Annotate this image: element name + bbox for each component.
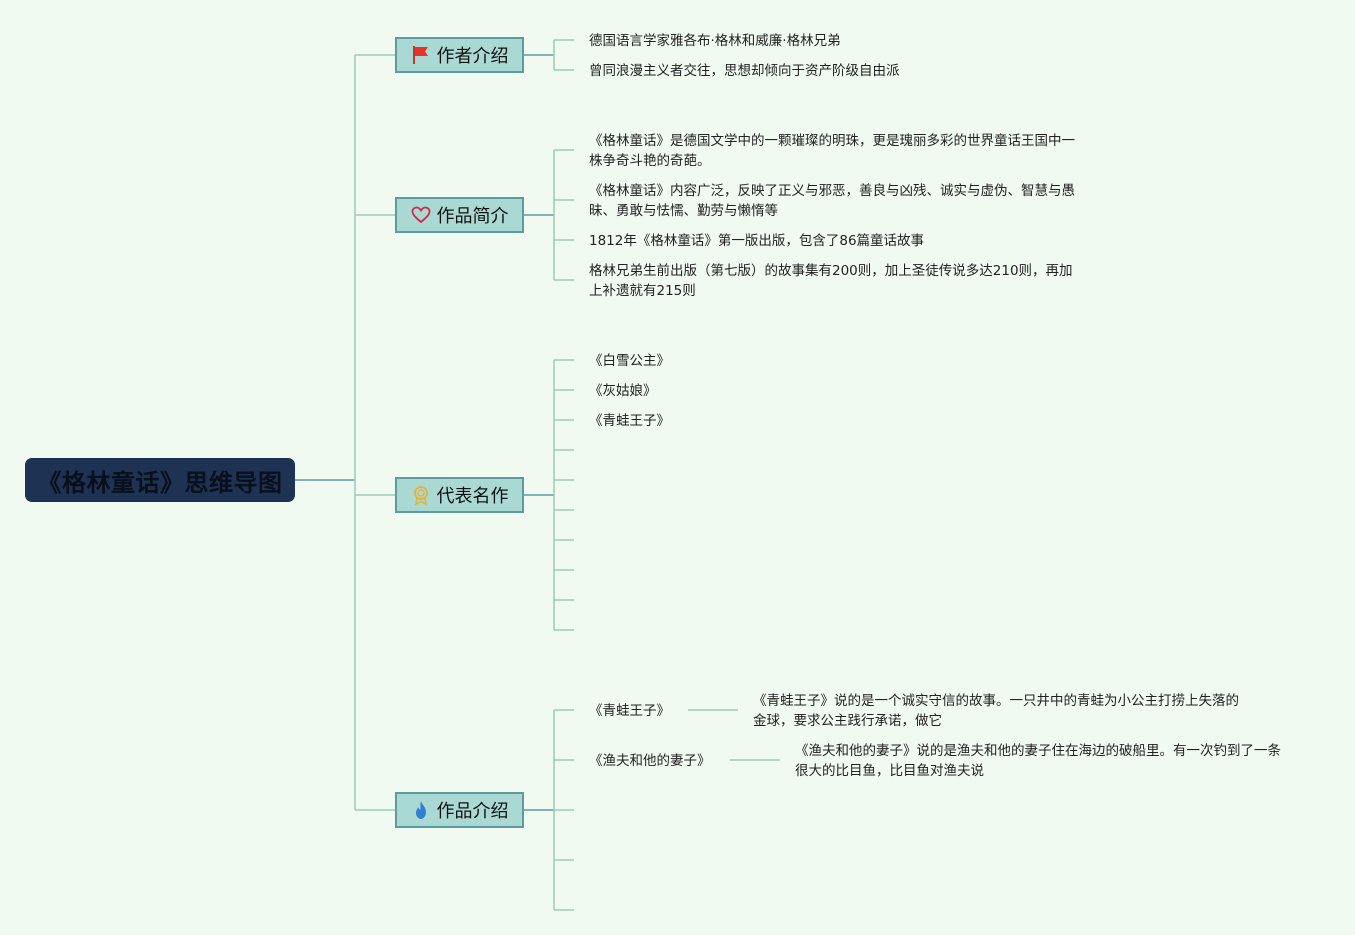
branch3-leaves bbox=[554, 359, 574, 631]
leaf-text[interactable]: 德国语言学家雅各布·格林和威廉·格林兄弟 bbox=[589, 33, 841, 49]
branch-label: 作品介绍 bbox=[436, 801, 509, 822]
branch-author-intro[interactable]: 作者介绍 bbox=[395, 37, 524, 73]
heart-icon bbox=[411, 205, 431, 225]
branch-label: 作者介绍 bbox=[436, 46, 509, 67]
leaf-text[interactable]: 1812年《格林童话》第一版出版，包含了86篇童话故事 bbox=[589, 233, 925, 249]
leaf-text[interactable]: 《白雪公主》 bbox=[589, 353, 670, 369]
award-ribbon-icon bbox=[411, 485, 431, 505]
leaf-text[interactable]: 《渔夫和他的妻子》 bbox=[589, 753, 711, 769]
branch-label: 作品简介 bbox=[436, 206, 509, 227]
branch-work-summary[interactable]: 作品简介 bbox=[395, 197, 524, 233]
leaf-detail-text[interactable]: 《渔夫和他的妻子》说的是渔夫和他的妻子住在海边的破船里。有一次钓到了一条很大的比… bbox=[795, 743, 1281, 779]
flame-icon bbox=[411, 800, 431, 820]
branch-label: 代表名作 bbox=[436, 486, 509, 507]
root-node[interactable]: 《格林童话》思维导图 bbox=[25, 458, 295, 502]
branch-representative-works[interactable]: 代表名作 bbox=[395, 477, 524, 513]
branch4-leaves bbox=[554, 709, 574, 911]
leaf-text[interactable]: 《格林童话》内容广泛，反映了正义与邪恶，善良与凶残、诚实与虚伪、智慧与愚昧、勇敢… bbox=[589, 183, 1075, 219]
branch-work-introduction[interactable]: 作品介绍 bbox=[395, 792, 524, 828]
leaf-text[interactable]: 曾同浪漫主义者交往，思想却倾向于资产阶级自由派 bbox=[589, 63, 900, 79]
leaf-text[interactable]: 《灰姑娘》 bbox=[589, 383, 657, 399]
leaf-text[interactable]: 《格林童话》是德国文学中的一颗璀璨的明珠，更是瑰丽多彩的世界童话王国中一株争奇斗… bbox=[589, 133, 1075, 169]
leaf-text[interactable]: 格林兄弟生前出版（第七版）的故事集有200则，加上圣徒传说多达210则，再加上补… bbox=[589, 263, 1073, 299]
red-flag-icon bbox=[411, 45, 431, 65]
leaf-detail-text[interactable]: 《青蛙王子》说的是一个诚实守信的故事。一只井中的青蛙为小公主打捞上失落的金球，要… bbox=[753, 693, 1239, 729]
leaf-text[interactable]: 《青蛙王子》 bbox=[589, 413, 670, 429]
root-title: 《格林童话》思维导图 bbox=[37, 468, 283, 497]
leaf-text[interactable]: 《青蛙王子》 bbox=[589, 703, 670, 719]
